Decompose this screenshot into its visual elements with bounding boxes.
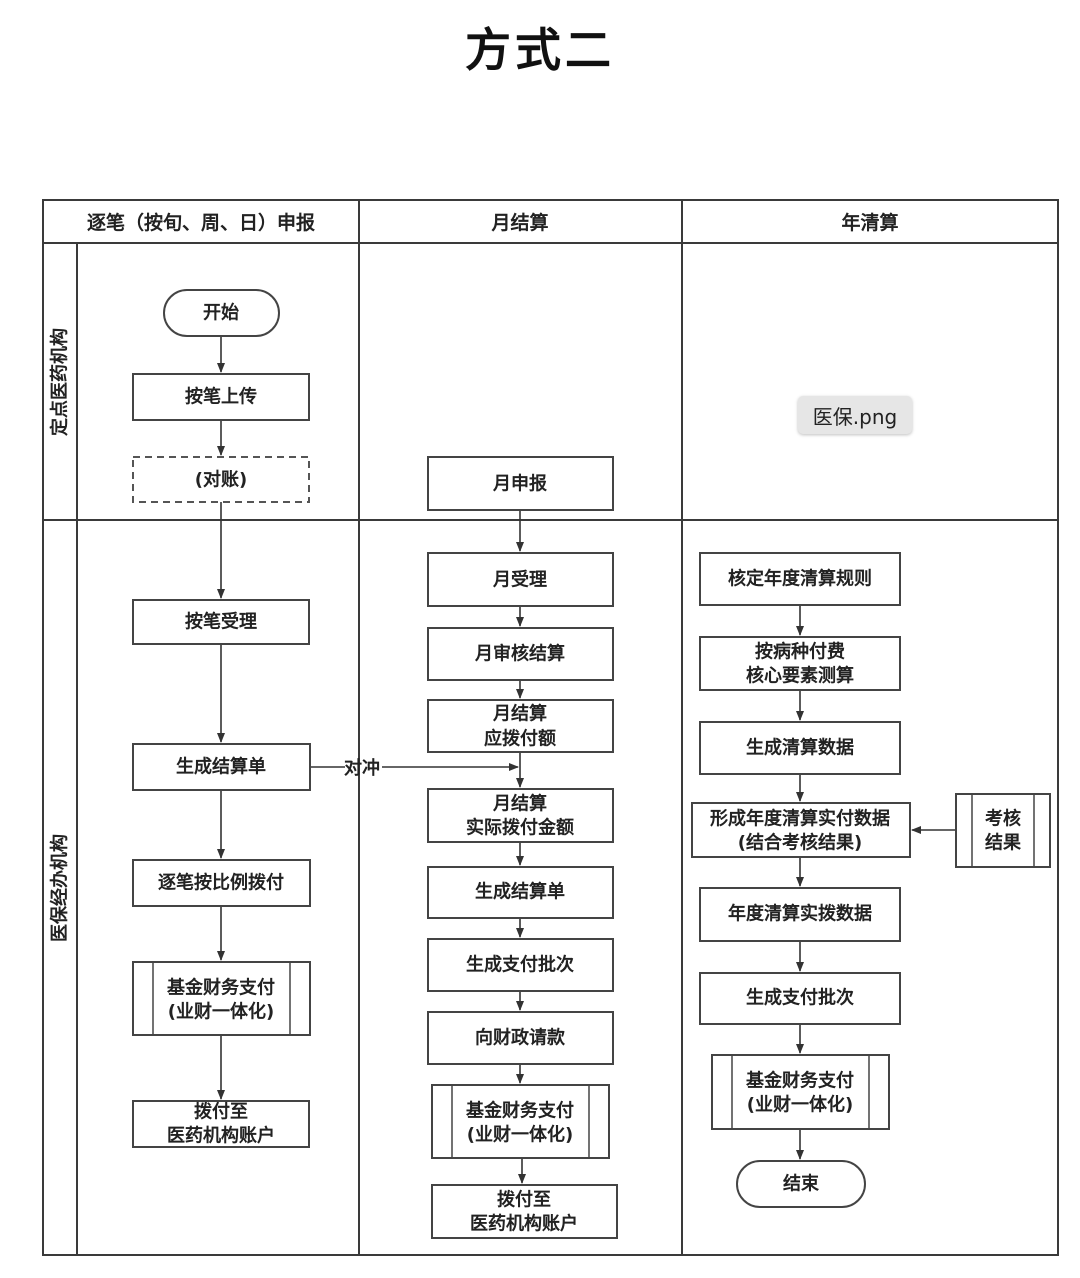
- transfer-to-account-node-c1: 拨付至 医药机构账户: [132, 1100, 310, 1148]
- svg-text:生成清算数据: 生成清算数据: [746, 737, 854, 759]
- svg-text:形成年度清算实付数据: 形成年度清算实付数据: [710, 808, 890, 830]
- fund-payment-node-c1: 基金财务支付 (业财一体化): [132, 961, 311, 1036]
- upload-per-transaction-node: 按笔上传: [132, 373, 310, 421]
- column-header-monthly: 月结算: [490, 211, 548, 234]
- monthly-report-node: 月申报: [427, 456, 614, 511]
- svg-text:拨付至: 拨付至: [497, 1189, 551, 1211]
- pay-by-ratio-node: 逐笔按比例拨付: [132, 859, 311, 907]
- page-title: 方式二: [465, 23, 615, 77]
- svg-text:实际拨付金额: 实际拨付金额: [466, 817, 574, 839]
- svg-text:基金财务支付: 基金财务支付: [745, 1070, 854, 1092]
- svg-text:按笔上传: 按笔上传: [185, 386, 257, 408]
- file-name-tooltip: 医保.png: [798, 396, 912, 434]
- svg-text:生成支付批次: 生成支付批次: [746, 987, 854, 1009]
- svg-text:(业财一体化): (业财一体化): [168, 1001, 274, 1023]
- svg-text:月申报: 月申报: [492, 473, 547, 495]
- monthly-audit-node: 月审核结算: [427, 627, 614, 681]
- svg-text:按笔受理: 按笔受理: [185, 611, 257, 633]
- svg-text:拨付至: 拨付至: [194, 1101, 248, 1123]
- monthly-actual-amount-node: 月结算 实际拨付金额: [427, 788, 614, 843]
- svg-text:月结算: 月结算: [492, 793, 547, 815]
- accept-per-transaction-node: 按笔受理: [132, 599, 310, 645]
- svg-text:结束: 结束: [783, 1173, 820, 1195]
- monthly-accept-node: 月受理: [427, 552, 614, 607]
- connectors: [217, 336, 956, 1184]
- svg-text:基金财务支付: 基金财务支付: [166, 977, 275, 999]
- annual-actual-transfer-data-node: 年度清算实拨数据: [699, 887, 901, 942]
- column-header-per-transaction: 逐笔（按旬、周、日）申报: [87, 211, 315, 234]
- svg-text:考核: 考核: [985, 808, 1021, 830]
- monthly-due-amount-node: 月结算 应拨付额: [427, 699, 614, 753]
- transfer-to-account-node-c2: 拨付至 医药机构账户: [431, 1184, 618, 1239]
- svg-text:年度清算实拨数据: 年度清算实拨数据: [728, 903, 872, 925]
- generate-bill-node-c2: 生成结算单: [427, 866, 614, 919]
- lane-label-insurance-agency: 医保经办机构: [49, 834, 71, 942]
- svg-text:月结算: 月结算: [492, 703, 547, 725]
- end-node: 结束: [736, 1160, 866, 1208]
- svg-text:(对账): (对账): [195, 469, 247, 491]
- generate-settlement-data-node: 生成清算数据: [699, 721, 901, 775]
- svg-text:基金财务支付: 基金财务支付: [465, 1100, 574, 1122]
- svg-text:(业财一体化): (业财一体化): [747, 1094, 853, 1116]
- lane-label-medical-institution: 定点医药机构: [49, 328, 71, 436]
- annual-actual-pay-data-node: 形成年度清算实付数据 (结合考核结果): [691, 802, 911, 858]
- fund-payment-node-c2: 基金财务支付 (业财一体化): [431, 1084, 610, 1159]
- svg-text:月受理: 月受理: [492, 569, 547, 591]
- svg-text:逐笔按比例拨付: 逐笔按比例拨付: [158, 872, 284, 894]
- annual-rules-node: 核定年度清算规则: [699, 552, 901, 606]
- svg-text:生成支付批次: 生成支付批次: [466, 954, 574, 976]
- svg-text:医药机构账户: 医药机构账户: [470, 1213, 578, 1235]
- svg-text:按病种付费: 按病种付费: [755, 641, 845, 663]
- swimlane-grid: [42, 199, 1059, 1256]
- svg-text:开始: 开始: [203, 302, 239, 324]
- assessment-result-node: 考核 结果: [955, 793, 1051, 868]
- core-factor-measure-node: 按病种付费 核心要素测算: [699, 636, 901, 691]
- column-header-annual: 年清算: [841, 211, 898, 234]
- edge-label-offset: 对冲: [344, 757, 380, 779]
- svg-text:(业财一体化): (业财一体化): [467, 1124, 573, 1146]
- svg-text:向财政请款: 向财政请款: [475, 1027, 566, 1049]
- request-funds-node: 向财政请款: [427, 1011, 614, 1065]
- generate-batch-node-c3: 生成支付批次: [699, 972, 901, 1025]
- svg-text:(结合考核结果): (结合考核结果): [738, 832, 862, 854]
- svg-text:应拨付额: 应拨付额: [484, 728, 556, 750]
- fund-payment-node-c3: 基金财务支付 (业财一体化): [711, 1054, 890, 1130]
- generate-bill-node-c1: 生成结算单: [132, 743, 311, 791]
- generate-batch-node-c2: 生成支付批次: [427, 938, 614, 992]
- svg-text:生成结算单: 生成结算单: [475, 881, 565, 903]
- svg-text:核心要素测算: 核心要素测算: [746, 665, 854, 687]
- svg-text:医药机构账户: 医药机构账户: [167, 1125, 275, 1147]
- reconcile-node: (对账): [132, 456, 310, 503]
- start-node: 开始: [163, 289, 280, 337]
- svg-text:月审核结算: 月审核结算: [474, 643, 565, 665]
- svg-text:核定年度清算规则: 核定年度清算规则: [728, 568, 872, 590]
- svg-text:结果: 结果: [985, 832, 1022, 854]
- svg-text:生成结算单: 生成结算单: [176, 756, 266, 778]
